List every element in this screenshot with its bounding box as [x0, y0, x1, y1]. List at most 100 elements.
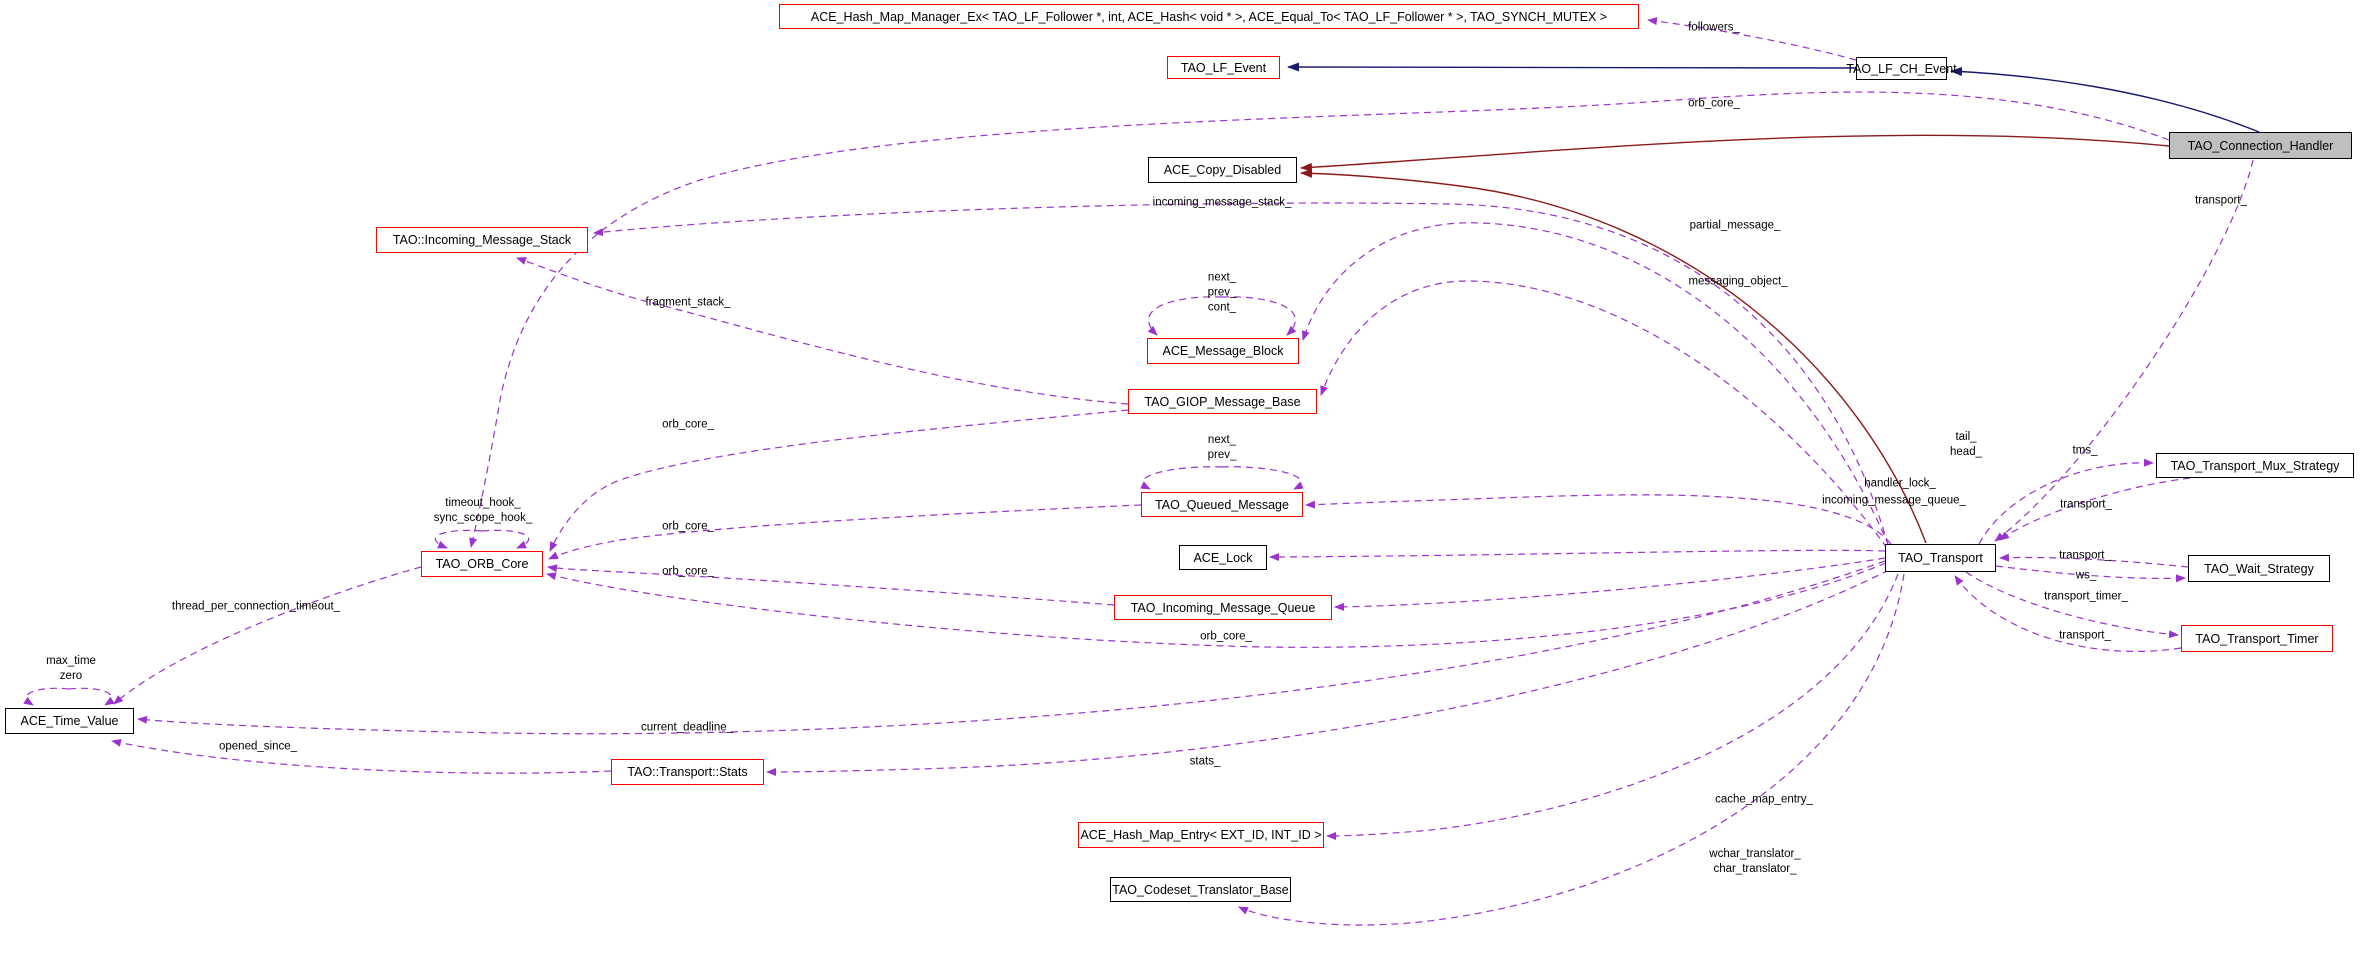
- edge-label-current-deadline: current_deadline_: [640, 721, 734, 734]
- edge-lfch-inherits-lf-event: [1287, 62, 1857, 72]
- node-label-tao-connection-handler: TAO_Connection_Handler: [2187, 138, 2334, 153]
- node-label-tao-transport-mux-strategy: TAO_Transport_Mux_Strategy: [2170, 458, 2340, 473]
- edge-transport-private-copy-disabled: [1300, 168, 1927, 544]
- node-label-tao-orb-core: TAO_ORB_Core: [435, 557, 529, 571]
- node-label-tao-lf-ch-event: TAO_LF_CH_Event: [1846, 61, 1957, 76]
- edge-label-orb-core-transport: orb_core_: [1200, 630, 1252, 643]
- edge-messaging-object: [1320, 280, 1888, 549]
- node-ace-message-block[interactable]: ACE_Message_Block: [1147, 338, 1299, 364]
- edge-label-thread-per-connection-timeout: thread_per_connection_timeout_: [171, 600, 341, 613]
- node-tao-lf-ch-event[interactable]: TAO_LF_CH_Event: [1846, 57, 1957, 80]
- node-label-ace-hash-map-manager-ex: ACE_Hash_Map_Manager_Ex< TAO_LF_Follower…: [810, 9, 1608, 24]
- node-label-ace-copy-disabled: ACE_Copy_Disabled: [1163, 163, 1282, 177]
- edge-opened-since: [111, 738, 612, 774]
- edge-label-followers: followers_: [1688, 21, 1740, 34]
- edge-incoming-message-queue: [1334, 557, 1886, 611]
- edge-label-transport-mux: transport_: [2060, 498, 2112, 511]
- edge-fragment-stack: [516, 257, 1129, 405]
- edge-wchar-char-translator: [1238, 573, 1905, 926]
- edge-queued-message-self-right: [1221, 466, 1304, 490]
- edge-transport-conn-to-transport: [1994, 159, 2254, 542]
- edge-label-cache-map-entry: cache_map_entry_: [1715, 793, 1813, 806]
- edge-time-value-self-left: [23, 687, 70, 706]
- edge-label-tms: tms_: [2072, 444, 2098, 457]
- node-tao-connection-handler: TAO_Connection_Handler: [2169, 132, 2352, 159]
- edge-label-orb-core-top: orb_core_: [1688, 97, 1740, 110]
- node-label-tao-giop-message-base: TAO_GIOP_Message_Base: [1144, 394, 1301, 409]
- edge-label-wchar-char-translator: wchar_translator_ char_translator_: [1709, 848, 1801, 875]
- node-label-ace-lock: ACE_Lock: [1193, 550, 1253, 565]
- edge-orb-core-self-right: [481, 529, 530, 549]
- edge-current-deadline: [137, 560, 1886, 735]
- edge-label-transport-ws: transport_: [2059, 549, 2111, 562]
- edge-label-tail-head: tail_ head_: [1950, 431, 1982, 458]
- edge-label-next-prev: next_ prev_: [1207, 434, 1237, 461]
- node-label-tao-queued-message: TAO_Queued_Message: [1155, 497, 1289, 512]
- node-ace-hash-map-entry[interactable]: ACE_Hash_Map_Entry< EXT_ID, INT_ID >: [1078, 822, 1324, 848]
- edge-stats: [766, 569, 1890, 776]
- edge-transport-from-mux: [1999, 477, 2191, 541]
- edge-label-incoming-message-queue: incoming_message_queue_: [1822, 494, 1966, 507]
- edge-label-transport-timer-back: transport_: [2059, 629, 2111, 642]
- edge-label-opened-since: opened_since_: [218, 740, 298, 753]
- edge-orb-core-giop: [549, 409, 1129, 552]
- edge-queued-message-self-left: [1140, 466, 1223, 490]
- edge-orb-core-imq: [547, 564, 1115, 606]
- edge-thread-per-connection-timeout: [113, 566, 422, 705]
- edge-conn-inherits-lfch-event: [1950, 67, 2260, 133]
- edge-label-orb-core-imq: orb_core_: [662, 565, 714, 578]
- edge-label-ws: ws_: [2075, 569, 2097, 582]
- node-tao-transport-stats[interactable]: TAO::Transport::Stats: [611, 759, 764, 785]
- node-label-tao-transport: TAO_Transport: [1898, 551, 1983, 565]
- edge-label-max-time-zero: max_time zero: [46, 655, 96, 682]
- node-tao-giop-message-base[interactable]: TAO_GIOP_Message_Base: [1128, 389, 1317, 414]
- edge-orb-core-queued: [548, 504, 1142, 560]
- edge-ws: [1995, 565, 2186, 583]
- node-label-tao-incoming-message-stack: TAO::Incoming_Message_Stack: [392, 233, 572, 247]
- node-ace-copy-disabled[interactable]: ACE_Copy_Disabled: [1148, 157, 1297, 183]
- edge-label-fragment-stack: fragment_stack_: [645, 296, 731, 309]
- node-label-tao-lf-event: TAO_LF_Event: [1180, 60, 1267, 75]
- node-tao-incoming-message-queue[interactable]: TAO_Incoming_Message_Queue: [1114, 595, 1332, 620]
- edge-cache-map-entry: [1326, 573, 1899, 840]
- node-tao-codeset-translator-base[interactable]: TAO_Codeset_Translator_Base: [1110, 877, 1291, 902]
- node-label-tao-incoming-message-queue: TAO_Incoming_Message_Queue: [1130, 600, 1316, 615]
- edge-label-next-prev-cont: next_ prev_ cont_: [1207, 271, 1237, 314]
- edge-transport-from-timer: [1954, 575, 2182, 652]
- node-ace-time-value[interactable]: ACE_Time_Value: [5, 708, 134, 734]
- edge-label-handler-lock: handler_lock_: [1864, 477, 1936, 490]
- edge-label-partial-message: partial_message_: [1689, 219, 1781, 232]
- node-tao-incoming-message-stack[interactable]: TAO::Incoming_Message_Stack: [376, 227, 588, 253]
- edge-label-stats: stats_: [1189, 755, 1221, 768]
- edge-message-block-self-left: [1147, 296, 1223, 336]
- node-tao-orb-core[interactable]: TAO_ORB_Core: [421, 551, 543, 577]
- edge-time-value-self-right: [68, 687, 115, 706]
- node-label-ace-hash-map-entry: ACE_Hash_Map_Entry< EXT_ID, INT_ID >: [1080, 828, 1322, 842]
- node-label-tao-wait-strategy: TAO_Wait_Strategy: [2204, 561, 2314, 576]
- edge-label-transport-conn-handler: transport_: [2195, 194, 2247, 207]
- edge-label-incoming-message-stack: incoming_message_stack_: [1152, 196, 1292, 209]
- node-ace-hash-map-manager-ex[interactable]: ACE_Hash_Map_Manager_Ex< TAO_LF_Follower…: [779, 4, 1639, 29]
- edge-orb-core-self-left: [434, 529, 483, 549]
- edge-transport-from-wait: [1999, 553, 2189, 568]
- node-label-tao-transport-timer: TAO_Transport_Timer: [2195, 631, 2319, 646]
- edge-tail-head: [1305, 494, 1892, 545]
- node-ace-lock[interactable]: ACE_Lock: [1179, 545, 1267, 570]
- node-tao-transport-mux-strategy[interactable]: TAO_Transport_Mux_Strategy: [2156, 453, 2354, 478]
- node-tao-transport-timer[interactable]: TAO_Transport_Timer: [2181, 625, 2333, 652]
- edge-followers: [1647, 17, 1857, 61]
- node-tao-queued-message[interactable]: TAO_Queued_Message: [1141, 492, 1303, 517]
- node-tao-wait-strategy[interactable]: TAO_Wait_Strategy: [2188, 555, 2330, 582]
- node-label-ace-message-block: ACE_Message_Block: [1162, 344, 1284, 358]
- node-tao-lf-event[interactable]: TAO_LF_Event: [1167, 56, 1280, 79]
- edge-label-transport-timer: transport_timer_: [2044, 590, 2128, 603]
- edge-conn-private-copy-disabled: [1300, 134, 2170, 172]
- edge-label-timeout-sync-hooks: timeout_hook_ sync_scope_hook_: [433, 497, 533, 524]
- edge-orb-core-conn-to-orbcore: [469, 91, 2170, 548]
- edge-orb-core-transport: [546, 562, 1887, 648]
- node-tao-transport[interactable]: TAO_Transport: [1885, 544, 1996, 572]
- node-label-tao-codeset-translator-base: TAO_Codeset_Translator_Base: [1112, 882, 1289, 897]
- node-label-tao-transport-stats: TAO::Transport::Stats: [627, 765, 748, 779]
